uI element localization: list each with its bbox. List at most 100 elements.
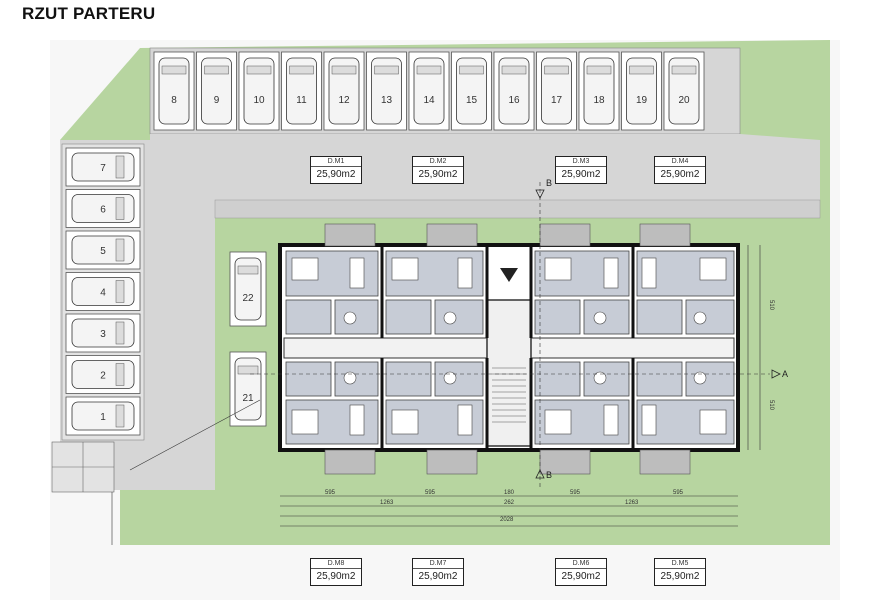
unit-area: 25,90m2 <box>561 571 601 582</box>
terrace <box>324 449 376 475</box>
parking-number: 13 <box>381 95 393 106</box>
unit-label-top-4: D.M4 25,90m2 <box>654 156 706 184</box>
dim-label: 262 <box>504 500 515 506</box>
parking-bay: 15 <box>451 51 492 131</box>
parking-bay: 14 <box>408 51 450 131</box>
parking-number: 16 <box>508 95 520 106</box>
unit-area: 25,90m2 <box>660 169 700 180</box>
unit-name: D.M1 <box>311 157 361 167</box>
staircase <box>486 299 532 447</box>
parking-bay: 20 <box>663 51 705 131</box>
parking-bay: 18 <box>578 51 620 131</box>
parking-bay: 19 <box>621 51 662 131</box>
parking-number: 22 <box>242 293 254 304</box>
parking-number: 11 <box>296 95 307 106</box>
car-icon <box>286 57 317 125</box>
parking-bay: 3 <box>65 313 141 353</box>
parking-number: 3 <box>100 329 106 340</box>
unit-area: 25,90m2 <box>561 169 601 180</box>
parking-number: 20 <box>678 95 690 106</box>
parking-bay: 10 <box>238 51 280 131</box>
car-icon <box>413 57 445 125</box>
car-icon <box>158 57 190 125</box>
unit-label-bottom-1: D.M8 25,90m2 <box>310 558 362 586</box>
unit-name: D.M8 <box>311 559 361 569</box>
unit-name: D.M2 <box>413 157 463 167</box>
path-strip <box>214 199 821 219</box>
dim-label: 510 <box>768 300 774 311</box>
parking-number: 2 <box>100 371 106 382</box>
parking-number: 6 <box>100 205 106 216</box>
unit-label-top-3: D.M3 25,90m2 <box>555 156 607 184</box>
parking-bay: 7 <box>65 147 141 187</box>
parking-bay: 9 <box>196 51 237 131</box>
car-icon <box>201 57 232 125</box>
parking-bay: 22 <box>229 251 267 327</box>
parking-number: 10 <box>253 95 265 106</box>
unit-label-bottom-3: D.M6 25,90m2 <box>555 558 607 586</box>
parking-number: 19 <box>636 95 648 106</box>
plan-title: RZUT PARTERU <box>22 4 156 23</box>
section-markers: B B A <box>250 178 788 490</box>
unit-area: 25,90m2 <box>418 571 458 582</box>
svg-text:B: B <box>546 178 552 188</box>
dim-label: 1263 <box>380 500 394 506</box>
parking-number: 15 <box>466 95 478 106</box>
unit-area: 25,90m2 <box>316 571 356 582</box>
car-icon <box>583 57 615 125</box>
parking-number: 8 <box>171 95 177 106</box>
section-a-icon <box>771 369 781 379</box>
section-b-icon <box>535 469 545 479</box>
dim-label: 595 <box>325 490 336 496</box>
terrace <box>539 223 591 247</box>
parking-bay: 4 <box>65 272 141 311</box>
entrance-arrow-icon <box>500 268 518 282</box>
dim-label: 1263 <box>625 500 639 506</box>
unit-area: 25,90m2 <box>660 571 700 582</box>
svg-text:B: B <box>546 470 552 480</box>
parking-bay: 16 <box>493 51 535 131</box>
unit-label-top-1: D.M1 25,90m2 <box>310 156 362 184</box>
dim-label: 595 <box>570 490 581 496</box>
unit-name: D.M6 <box>556 559 606 569</box>
unit-label-top-2: D.M2 25,90m2 <box>412 156 464 184</box>
parking-bay: 8 <box>153 51 195 131</box>
parking-bay: 11 <box>281 51 322 131</box>
parking-number: 12 <box>338 95 350 106</box>
terrace <box>639 449 691 475</box>
parking-bay: 1 <box>65 396 141 436</box>
terrace <box>426 449 478 475</box>
svg-text:A: A <box>782 369 788 379</box>
parking-number: 9 <box>214 95 220 106</box>
dim-label: 510 <box>768 400 774 411</box>
parking-number: 4 <box>100 288 106 299</box>
car-icon <box>668 57 700 125</box>
dim-label: 180 <box>504 490 515 496</box>
parking-bay: 5 <box>65 230 141 270</box>
parking-bay: 2 <box>65 355 141 394</box>
terrace <box>426 223 478 247</box>
car-icon <box>328 57 360 125</box>
unit-label-bottom-2: D.M7 25,90m2 <box>412 558 464 586</box>
car-icon <box>456 57 487 125</box>
parking-number: 18 <box>593 95 605 106</box>
terrace <box>639 223 691 247</box>
parking-number: 1 <box>100 412 106 423</box>
parking-bay: 21 <box>229 351 267 427</box>
parking-number: 14 <box>423 95 435 106</box>
car-icon <box>626 57 657 125</box>
unit-name: D.M5 <box>655 559 705 569</box>
parking-number: 5 <box>100 246 106 257</box>
left-parking-bays: 7 6 5 4 3 2 1 <box>65 147 141 436</box>
parking-bay: 13 <box>366 51 407 131</box>
terrace <box>324 223 376 247</box>
dim-label: 2028 <box>500 517 514 523</box>
unit-area: 25,90m2 <box>316 169 356 180</box>
section-b-icon <box>535 189 545 199</box>
parking-bay: 6 <box>65 189 141 228</box>
parking-number: 7 <box>100 163 106 174</box>
parking-number: 21 <box>242 393 254 404</box>
unit-name: D.M4 <box>655 157 705 167</box>
